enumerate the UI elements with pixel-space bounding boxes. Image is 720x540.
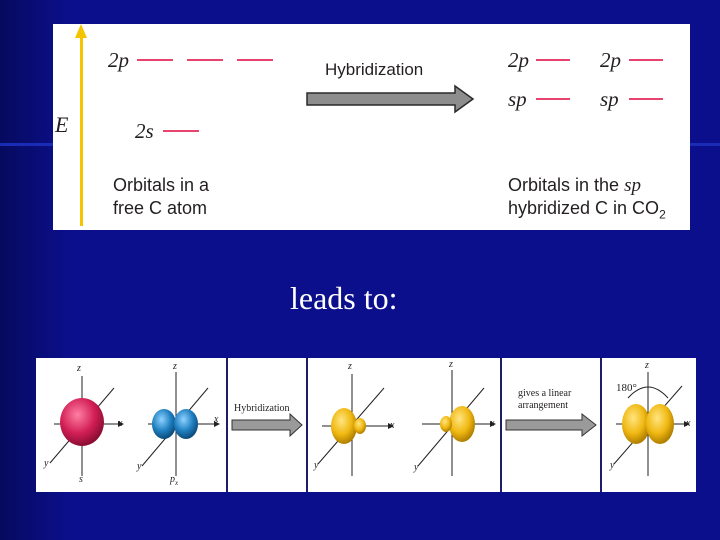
sp1-axis-x-label: x xyxy=(390,420,395,431)
leads-to-text: leads to: xyxy=(290,280,398,316)
linear-sp-figure xyxy=(613,372,690,476)
linear-label-line1: gives a linear xyxy=(518,388,572,399)
level-2p-2 xyxy=(187,59,223,61)
p-axis-z-label: z xyxy=(173,361,177,372)
s-axis-y-label: y xyxy=(44,458,49,469)
sp2-axis-x-label: x xyxy=(490,418,495,429)
label-sp-left: sp xyxy=(508,87,527,111)
orbital-diagram-panel: z x y s z x y px Hybridization xyxy=(36,358,696,492)
hybridization-arrow-label: Hybridization xyxy=(325,60,424,79)
level-2p-hybrid-1 xyxy=(536,59,570,61)
hybridization-small-label: Hybridization xyxy=(234,403,290,414)
s-axis-z-label: z xyxy=(77,363,81,374)
level-2s xyxy=(163,130,199,132)
panel-divider-1 xyxy=(226,358,228,492)
linear-axis-z-label: z xyxy=(645,360,649,371)
linear-sp-lobe-right xyxy=(646,404,674,444)
s-axis-x-label: x xyxy=(118,418,123,429)
sp2-axis-y-label: y xyxy=(414,462,419,473)
hybridization-small-arrow xyxy=(231,412,303,438)
level-sp-2 xyxy=(629,98,663,100)
sp1-axis-y-label: y xyxy=(314,460,319,471)
level-2p-hybrid-2 xyxy=(629,59,663,61)
angle-label: 180° xyxy=(616,382,637,394)
sp-orbital-2-small-lobe xyxy=(440,416,452,432)
label-2p-free: 2p xyxy=(108,48,129,72)
caption-free-atom-line2: free C atom xyxy=(113,198,208,218)
p-orbital-label: px xyxy=(170,474,179,487)
linear-arrangement-cell: gives a linear arrangement xyxy=(502,358,600,492)
linear-axis-x-label: x xyxy=(686,418,691,429)
hybridization-cell: Hybridization xyxy=(228,358,306,492)
hybridization-arrow xyxy=(306,84,475,114)
p-axis-y-label: y xyxy=(137,461,142,472)
p-orbital-lobe-left xyxy=(152,409,176,439)
level-2p-3 xyxy=(237,59,273,61)
panel-divider-3 xyxy=(500,358,502,492)
caption-hybrid-line2: hybridized C in CO2 xyxy=(508,198,666,222)
sp-hybrid-orbitals-figure xyxy=(317,370,496,476)
sp-orbital-1-small-lobe xyxy=(354,418,366,434)
p-orbital-lobe-right xyxy=(174,409,198,439)
level-sp-1 xyxy=(536,98,570,100)
energy-diagram-panel: E 2p 2s Hybridization 2p 2p sp sp Orbita… xyxy=(53,24,690,230)
linear-sp-cell: 180° z x y xyxy=(602,358,696,492)
level-2p-1 xyxy=(137,59,173,61)
energy-axis-arrowhead xyxy=(75,24,87,38)
caption-free-atom-line1: Orbitals in a xyxy=(113,175,210,195)
linear-label-line2: arrangement xyxy=(518,400,568,411)
atomic-orbitals-cell: z x y s z x y px xyxy=(36,358,226,492)
atomic-orbitals-figure xyxy=(49,372,220,476)
label-2p-hybrid-left: 2p xyxy=(508,48,529,72)
sp-hybrid-orbitals-cell: z x y z x y xyxy=(308,358,500,492)
label-2s-free: 2s xyxy=(135,119,154,143)
label-2p-hybrid-right: 2p xyxy=(600,48,621,72)
sp2-axis-z-label: z xyxy=(449,359,453,370)
sp-orbital-2-big-lobe xyxy=(449,406,475,442)
s-orbital-label: s xyxy=(79,474,83,485)
energy-axis-label: E xyxy=(55,112,69,137)
s-orbital-sphere xyxy=(60,398,104,446)
sp-orbital-1-big-lobe xyxy=(331,408,357,444)
sp1-axis-z-label: z xyxy=(348,361,352,372)
label-sp-right: sp xyxy=(600,87,619,111)
linear-arrangement-arrow xyxy=(505,412,597,438)
linear-sp-lobe-left xyxy=(622,404,650,444)
panel-divider-4 xyxy=(600,358,602,492)
p-axis-x-label: x xyxy=(214,414,219,425)
caption-hybrid-line1: Orbitals in the sp xyxy=(508,175,641,196)
linear-axis-y-label: y xyxy=(610,460,615,471)
panel-divider-2 xyxy=(306,358,308,492)
energy-axis xyxy=(80,36,83,226)
